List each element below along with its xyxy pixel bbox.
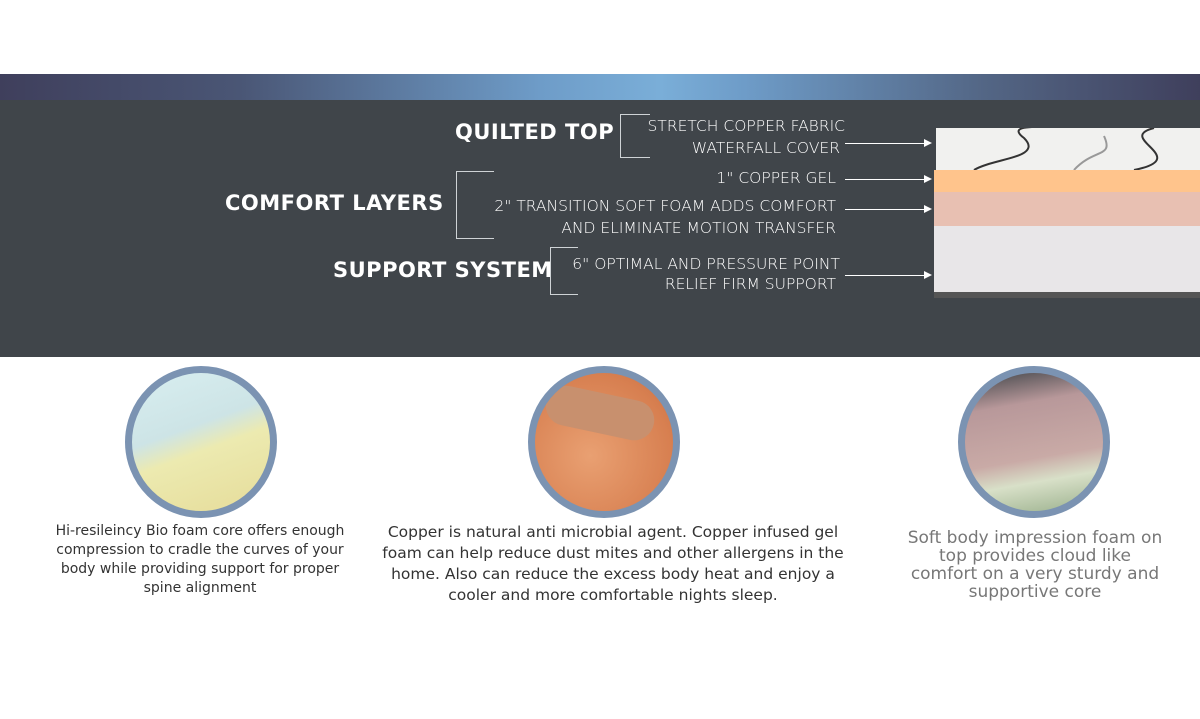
arrow-icon [845,139,932,147]
quilted-top-title: QUILTED TOP [455,120,615,144]
feature-text-copper-gel: Copper is natural anti microbial agent. … [382,523,844,604]
feature-text-bio-foam: Hi-resileincy Bio foam core offers enoug… [55,523,345,596]
mattress-cross-section-image [934,125,1200,298]
bracket [456,171,494,239]
copper-gel-hand-image [528,366,680,518]
bracket [620,114,650,158]
feature-text-impression-foam: Soft body impression foam on top provide… [907,528,1163,602]
bio-foam-image [125,366,277,518]
copper-gel-desc: 1" COPPER GEL [716,169,836,187]
support-system-title: SUPPORT SYSTEM [333,258,553,282]
quilted-top-desc-2: WATERFALL COVER [691,139,840,157]
quilted-top-desc-1: STRETCH COPPER FABRIC [647,117,845,135]
arrow-icon [845,271,932,279]
transition-foam-desc-2: AND ELIMINATE MOTION TRANSFER [561,219,836,237]
impression-foam-image [958,366,1110,518]
transition-foam-desc-1: 2" TRANSITION SOFT FOAM ADDS COMFORT [494,197,836,215]
support-desc-2: RELIEF FIRM SUPPORT [664,275,836,293]
arrow-icon [845,205,932,213]
support-desc-1: 6" OPTIMAL AND PRESSURE POINT [572,255,840,273]
arrow-icon [845,175,932,183]
header-gradient-band [0,74,1200,100]
comfort-layers-title: COMFORT LAYERS [225,191,444,215]
bracket [550,247,578,295]
